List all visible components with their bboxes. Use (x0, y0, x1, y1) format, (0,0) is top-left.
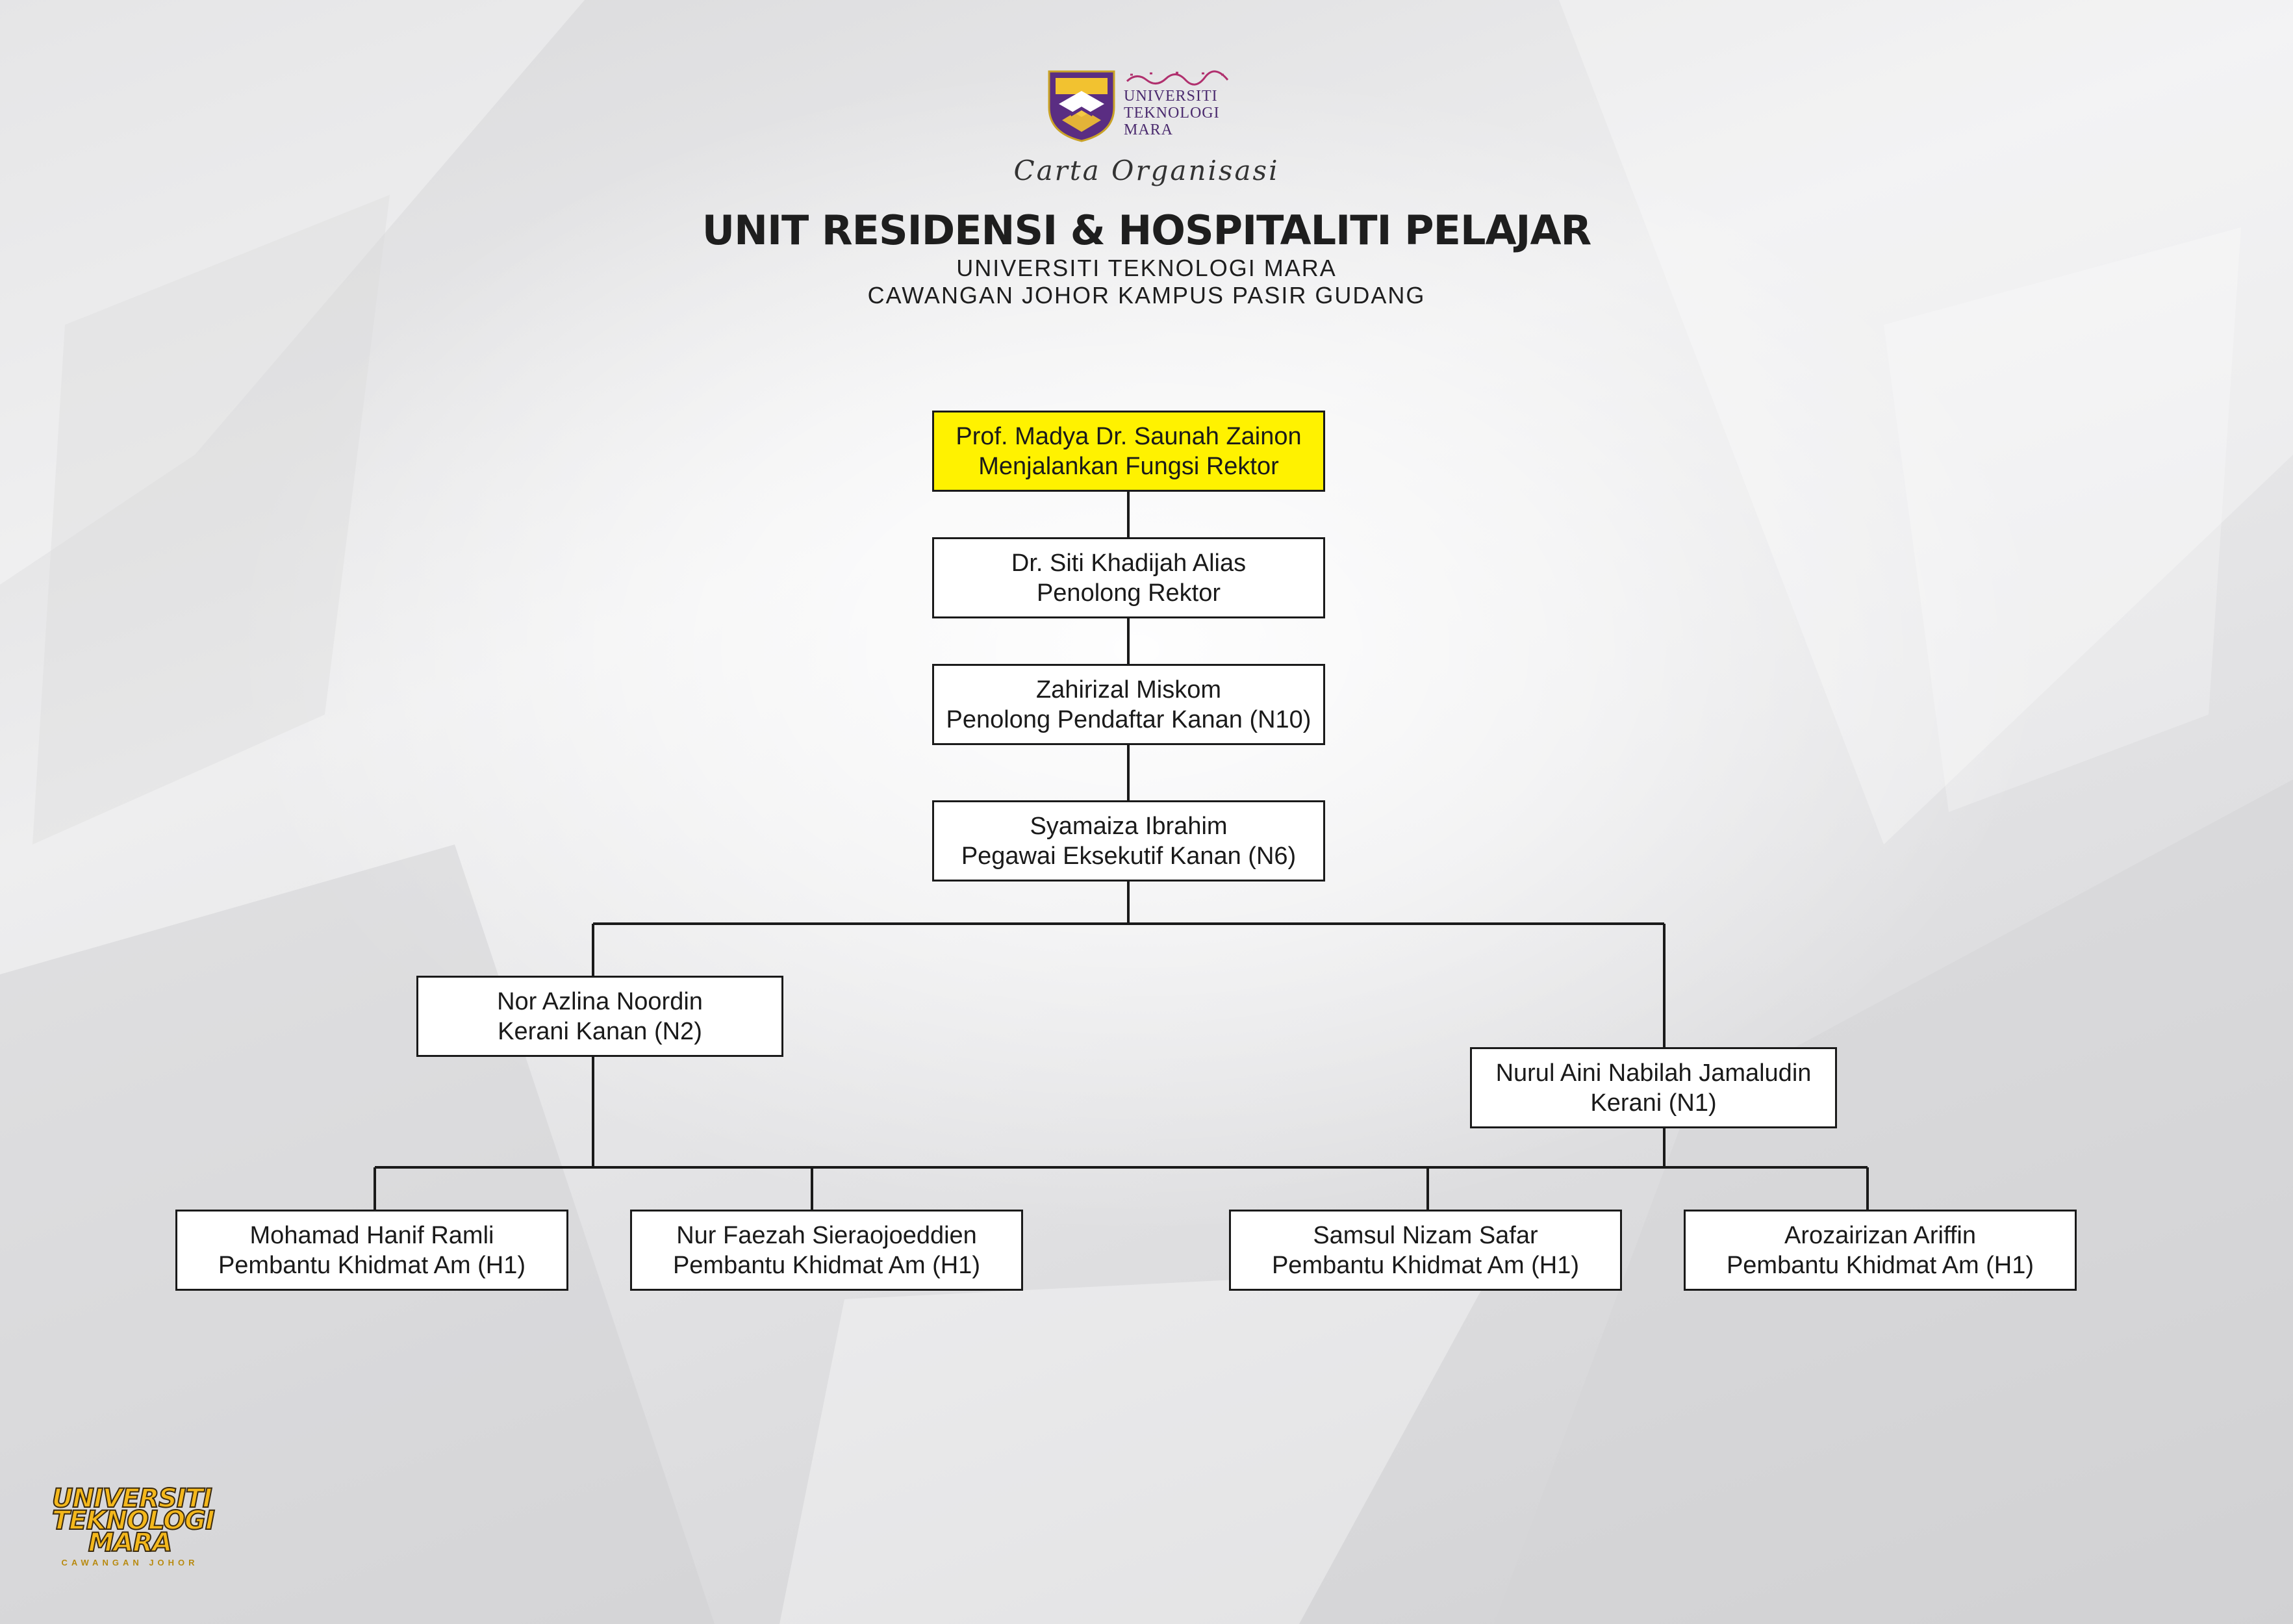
org-node-rektor: Prof. Madya Dr. Saunah Zainon Menjalanka… (932, 411, 1325, 492)
script-subtitle: Carta Organisasi (1013, 155, 1280, 186)
node-role: Pembantu Khidmat Am (H1) (672, 1251, 981, 1279)
node-name: Prof. Madya Dr. Saunah Zainon (956, 422, 1302, 450)
campus-name: CAWANGAN JOHOR KAMPUS PASIR GUDANG (867, 282, 1426, 309)
org-node-pembantu-2: Nur Faezah Sieraojoeddien Pembantu Khidm… (630, 1210, 1023, 1291)
institution-name: UNIVERSITI TEKNOLOGI MARA (956, 255, 1337, 281)
node-role: Kerani Kanan (N2) (498, 1017, 702, 1045)
page-title: UNIT RESIDENSI & HOSPITALITI PELAJAR (702, 207, 1591, 254)
org-node-pembantu-3: Samsul Nizam Safar Pembantu Khidmat Am (… (1229, 1210, 1622, 1291)
footer-logo-small: CAWANGAN JOHOR (61, 1558, 199, 1567)
logo-line-1: UNIVERSITI (1124, 88, 1218, 105)
node-name: Samsul Nizam Safar (1313, 1221, 1538, 1249)
node-role: Penolong Rektor (1036, 579, 1221, 607)
uitm-logo: UNIVERSITI TEKNOLOGI MARA (1046, 68, 1241, 146)
logo-line-3: MARA (1124, 121, 1174, 138)
node-name: Nor Azlina Noordin (497, 987, 703, 1015)
org-node-penolong-rektor: Dr. Siti Khadijah Alias Penolong Rektor (932, 537, 1325, 618)
node-name: Syamaiza Ibrahim (1030, 812, 1228, 840)
org-node-pembantu-1: Mohamad Hanif Ramli Pembantu Khidmat Am … (175, 1210, 568, 1291)
footer-logo-line-3: MARA (88, 1528, 173, 1558)
uitm-johor-logo: UNIVERSITI TEKNOLOGI MARA CAWANGAN JOHOR (51, 1484, 216, 1572)
logo-line-2: TEKNOLOGI (1124, 105, 1220, 121)
org-node-kerani-kanan: Nor Azlina Noordin Kerani Kanan (N2) (416, 976, 783, 1057)
logo-text: UNIVERSITI TEKNOLOGI MARA (1124, 88, 1247, 138)
org-node-pegawai-eksekutif: Syamaiza Ibrahim Pegawai Eksekutif Kanan… (932, 800, 1325, 882)
node-role: Pegawai Eksekutif Kanan (N6) (961, 842, 1297, 870)
node-role: Pembantu Khidmat Am (H1) (218, 1251, 526, 1279)
node-role: Pembantu Khidmat Am (H1) (1726, 1251, 2034, 1279)
node-name: Mohamad Hanif Ramli (249, 1221, 494, 1249)
node-role: Pembantu Khidmat Am (H1) (1271, 1251, 1580, 1279)
uitm-shield-icon (1048, 70, 1115, 142)
footer-logo-line-2: TEKNOLOGI (51, 1506, 216, 1536)
node-role: Menjalankan Fungsi Rektor (978, 452, 1279, 480)
node-name: Arozairizan Ariffin (1784, 1221, 1976, 1249)
org-node-pembantu-4: Arozairizan Ariffin Pembantu Khidmat Am … (1684, 1210, 2077, 1291)
node-name: Nur Faezah Sieraojoeddien (676, 1221, 977, 1249)
node-role: Kerani (N1) (1590, 1089, 1717, 1117)
node-name: Nurul Aini Nabilah Jamaludin (1495, 1059, 1812, 1087)
node-role: Penolong Pendaftar Kanan (N10) (946, 705, 1311, 733)
node-name: Dr. Siti Khadijah Alias (1011, 549, 1247, 577)
footer-logo-line-1: UNIVERSITI (51, 1484, 213, 1514)
jawi-script-icon (1126, 70, 1229, 86)
node-name: Zahirizal Miskom (1035, 676, 1222, 704)
org-node-kerani: Nurul Aini Nabilah Jamaludin Kerani (N1) (1470, 1047, 1837, 1128)
org-node-penolong-pendaftar: Zahirizal Miskom Penolong Pendaftar Kana… (932, 664, 1325, 745)
